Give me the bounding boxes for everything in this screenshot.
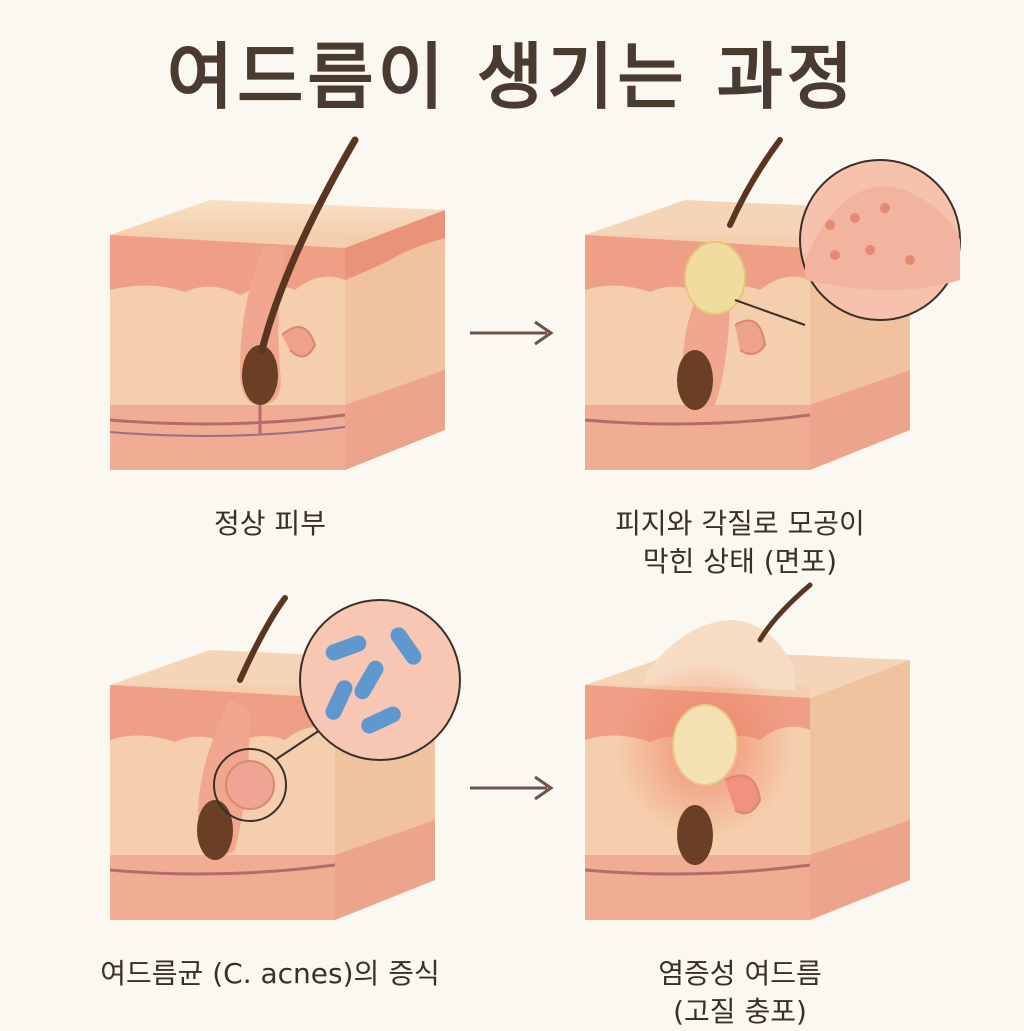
magnifier-circle-icon	[299, 599, 461, 761]
normal-skin-illustration	[90, 130, 460, 500]
step-caption-bacteria: 여드름균 (C. acnes)의 증식	[100, 957, 440, 990]
step-caption-normal-skin: 정상 피부	[214, 507, 326, 540]
step-caption-comedone: 피지와 각질로 모공이 막힌 상태 (면포)	[615, 507, 865, 578]
inflammatory-acne-illustration	[565, 580, 935, 950]
right-arrow-icon	[465, 318, 560, 352]
bacteria-proliferation-illustration	[90, 580, 490, 950]
right-arrow-icon	[465, 773, 560, 807]
page-title: 여드름이 생기는 과정	[166, 35, 858, 119]
step-caption-inflammatory: 염증성 여드름 (고질 충포)	[658, 957, 822, 1028]
comedone-illustration	[565, 130, 985, 500]
magnifier-circle-icon	[799, 159, 961, 321]
